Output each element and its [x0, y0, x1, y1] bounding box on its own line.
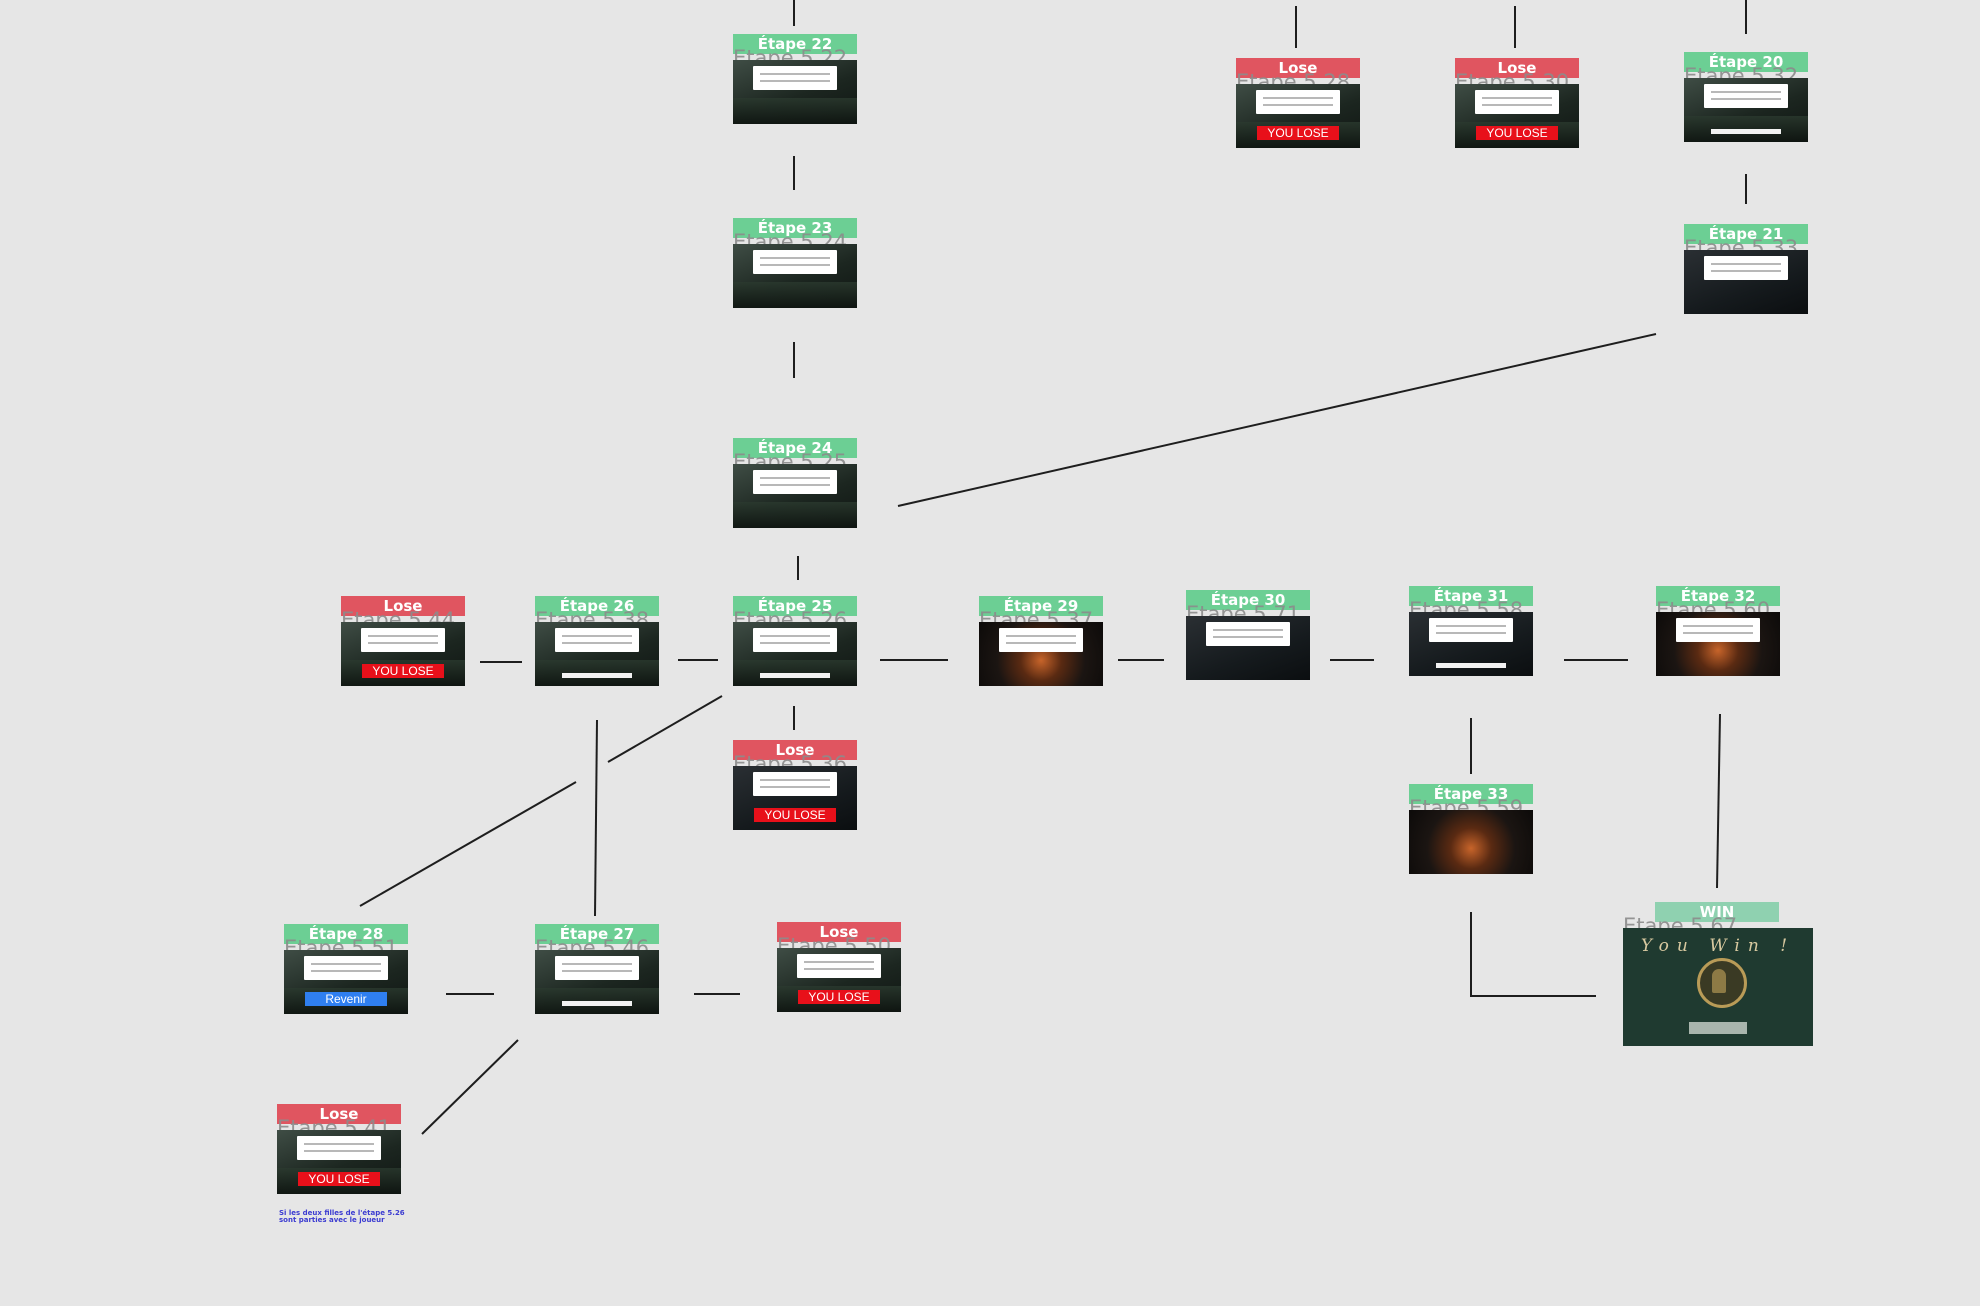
node-badge: Étape 21 [1684, 224, 1808, 244]
node-etape-20[interactable]: Étape 20 Etape 5.32 [1684, 52, 1808, 142]
win-title: You Win ! [1640, 936, 1796, 956]
win-thumbnail: You Win ! [1623, 928, 1813, 1046]
node-thumbnail [1409, 810, 1533, 874]
node-thumbnail [1684, 78, 1808, 142]
node-etape-31[interactable]: Étape 31 Etape 5.58 [1409, 586, 1533, 676]
node-thumbnail: YOU LOSE [1236, 84, 1360, 148]
revenir-bar: Revenir [305, 992, 387, 1006]
node-lose-5-50[interactable]: Lose Etape 5.50 YOU LOSE [777, 922, 901, 1012]
node-etape-30[interactable]: Étape 30 Etape 5.71 [1186, 590, 1310, 680]
node-thumbnail [979, 622, 1103, 686]
node-badge: Étape 32 [1656, 586, 1780, 606]
connector [421, 1039, 519, 1135]
node-etape-25[interactable]: Étape 25 Etape 5.26 [733, 596, 857, 686]
node-etape-24[interactable]: Étape 24 Etape 5.25 [733, 438, 857, 528]
node-thumbnail [733, 244, 857, 308]
node-badge: WIN [1655, 902, 1779, 922]
node-etape-26[interactable]: Étape 26 Etape 5.38 [535, 596, 659, 686]
node-badge: Étape 25 [733, 596, 857, 616]
you-lose-bar: YOU LOSE [754, 808, 836, 822]
win-caption-box [1689, 1022, 1747, 1034]
node-thumbnail: YOU LOSE [277, 1130, 401, 1194]
node-badge: Étape 22 [733, 34, 857, 54]
connector [359, 781, 577, 907]
node-badge: Étape 29 [979, 596, 1103, 616]
node-thumbnail [1656, 612, 1780, 676]
node-thumbnail [535, 622, 659, 686]
node-etape-22[interactable]: Étape 22 Etape 5.22 [733, 34, 857, 124]
node-lose-5-44[interactable]: Lose Etape 5.44 YOU LOSE [341, 596, 465, 686]
connector [897, 333, 1657, 507]
node-win-5-67[interactable]: WIN Etape 5.67 You Win ! [1623, 902, 1813, 1046]
you-lose-bar: YOU LOSE [298, 1172, 380, 1186]
node-thumbnail [1409, 612, 1533, 676]
node-badge: Lose [341, 596, 465, 616]
node-badge: Étape 27 [535, 924, 659, 944]
you-lose-bar: YOU LOSE [362, 664, 444, 678]
node-thumbnail: YOU LOSE [1455, 84, 1579, 148]
you-lose-bar: YOU LOSE [1257, 126, 1339, 140]
node-badge: Étape 31 [1409, 586, 1533, 606]
node-badge: Étape 24 [733, 438, 857, 458]
node-badge: Lose [1236, 58, 1360, 78]
node-badge: Étape 28 [284, 924, 408, 944]
node-badge: Étape 23 [733, 218, 857, 238]
emblem-icon [1697, 958, 1747, 1008]
node-thumbnail [535, 950, 659, 1014]
node-etape-32[interactable]: Étape 32 Etape 5.60 [1656, 586, 1780, 676]
node-thumbnail: YOU LOSE [341, 622, 465, 686]
node-thumbnail: YOU LOSE [777, 948, 901, 1012]
you-lose-bar: YOU LOSE [1476, 126, 1558, 140]
connector [1716, 713, 1721, 889]
node-lose-5-30[interactable]: Lose Etape 5.30 YOU LOSE [1455, 58, 1579, 148]
node-badge: Lose [1455, 58, 1579, 78]
node-lose-5-41[interactable]: Lose Etape 5.41 YOU LOSE [277, 1104, 401, 1194]
node-etape-33[interactable]: Étape 33 Etape 5.59 [1409, 784, 1533, 874]
node-etape-21[interactable]: Étape 21 Etape 5.33 [1684, 224, 1808, 314]
condition-note: Si les deux filles de l'étape 5.26 sont … [279, 1209, 405, 1224]
node-thumbnail [1186, 616, 1310, 680]
node-thumbnail [733, 622, 857, 686]
node-thumbnail [733, 464, 857, 528]
node-badge: Étape 33 [1409, 784, 1533, 804]
node-etape-23[interactable]: Étape 23 Etape 5.24 [733, 218, 857, 308]
node-thumbnail: YOU LOSE [733, 766, 857, 830]
node-thumbnail [733, 60, 857, 124]
you-lose-bar: YOU LOSE [798, 990, 880, 1004]
node-badge: Lose [777, 922, 901, 942]
node-lose-5-36[interactable]: Lose Etape 5.36 YOU LOSE [733, 740, 857, 830]
connector [607, 695, 723, 763]
connector [1470, 912, 1596, 997]
node-etape-29[interactable]: Étape 29 Etape 5.37 [979, 596, 1103, 686]
node-badge: Lose [277, 1104, 401, 1124]
connector [594, 719, 598, 917]
node-badge: Lose [733, 740, 857, 760]
node-badge: Étape 20 [1684, 52, 1808, 72]
node-etape-28[interactable]: Étape 28 Etape 5.51 Revenir [284, 924, 408, 1014]
node-badge: Étape 30 [1186, 590, 1310, 610]
node-thumbnail: Revenir [284, 950, 408, 1014]
node-thumbnail [1684, 250, 1808, 314]
node-lose-5-28[interactable]: Lose Etape 5.28 YOU LOSE [1236, 58, 1360, 148]
node-badge: Étape 26 [535, 596, 659, 616]
node-etape-27[interactable]: Étape 27 Etape 5.46 [535, 924, 659, 1014]
